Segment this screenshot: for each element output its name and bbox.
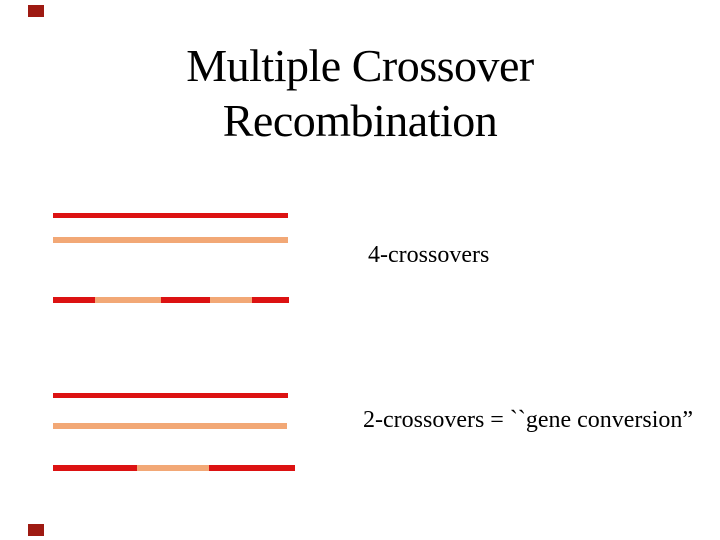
label-2-crossovers: 2-crossovers = ``gene conversion” bbox=[363, 407, 694, 433]
chromosome-segment-orange bbox=[53, 237, 288, 243]
corner-marker bbox=[28, 5, 44, 17]
slide-title: Multiple Crossover Recombination bbox=[0, 38, 720, 148]
chromosome-segment-orange bbox=[137, 465, 209, 471]
chromosome-segment-orange bbox=[53, 423, 287, 429]
chromosome-segment-red bbox=[209, 465, 295, 471]
corner-marker bbox=[28, 524, 44, 536]
chromosome-segment-orange bbox=[95, 297, 161, 303]
chromosome-segment-red bbox=[53, 393, 288, 398]
two-crossover-example-recombinant-chromosome bbox=[53, 465, 295, 471]
four-crossover-example-parent-chromosome-orange bbox=[53, 237, 288, 243]
title-line-1: Multiple Crossover bbox=[186, 40, 534, 91]
two-crossover-example-parent-chromosome-orange bbox=[53, 423, 287, 429]
title-line-2: Recombination bbox=[222, 95, 498, 147]
chromosome-segment-red bbox=[252, 297, 289, 303]
chromosome-segment-red bbox=[53, 213, 288, 218]
chromosome-segment-red bbox=[53, 465, 137, 471]
chromosome-segment-red bbox=[53, 297, 95, 303]
label-4-crossovers: 4-crossovers bbox=[368, 242, 490, 268]
chromosome-segment-red bbox=[161, 297, 210, 303]
chromosome-segment-orange bbox=[210, 297, 252, 303]
two-crossover-example-parent-chromosome-red bbox=[53, 393, 288, 398]
four-crossover-example-parent-chromosome-red bbox=[53, 213, 288, 218]
four-crossover-example-recombinant-chromosome bbox=[53, 297, 289, 303]
